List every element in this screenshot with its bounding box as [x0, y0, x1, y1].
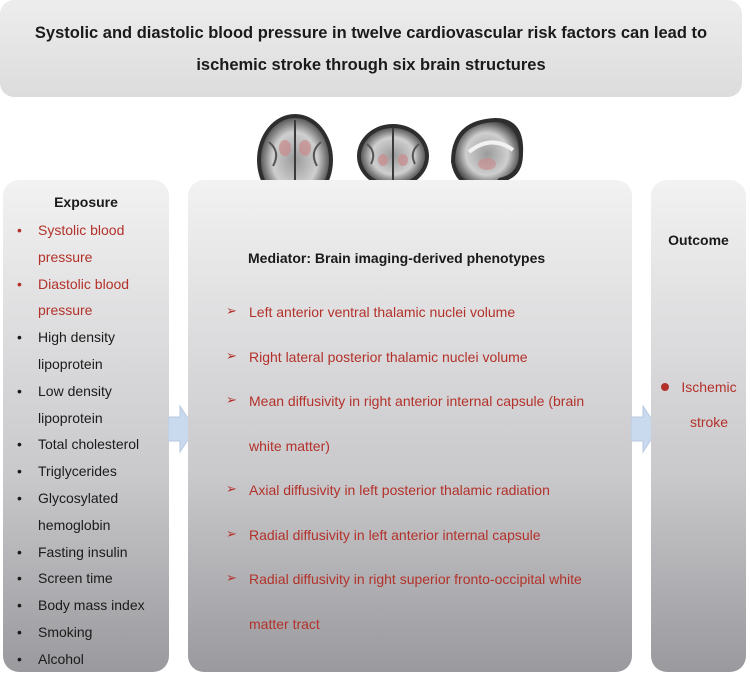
- title-box: Systolic and diastolic blood pressure in…: [0, 0, 742, 97]
- mediator-item: Left anterior ventral thalamic nuclei vo…: [226, 290, 626, 335]
- outcome-heading: Outcome: [668, 232, 729, 248]
- mediator-item: Radial diffusivity in left anterior inte…: [226, 513, 626, 558]
- exposure-item: Body mass index: [15, 592, 167, 619]
- mediator-item: Axial diffusivity in left posterior thal…: [226, 468, 626, 513]
- sagittal-brain-icon: [451, 118, 524, 190]
- arrow-right-icon: [168, 404, 196, 454]
- outcome-label: Ischemic stroke: [681, 379, 737, 430]
- coronal-brain-icon: [357, 124, 429, 188]
- outcome-item: Ischemic stroke: [661, 370, 745, 440]
- exposure-heading: Exposure: [54, 194, 118, 210]
- exposure-item: Diastolic blood pressure: [15, 271, 167, 325]
- exposure-item: Fasting insulin: [15, 539, 167, 566]
- exposure-item: Glycosylated hemoglobin: [15, 485, 167, 539]
- exposure-list: Systolic blood pressure Diastolic blood …: [15, 217, 167, 673]
- exposure-item: Low density lipoprotein: [15, 378, 167, 432]
- bullet-dot-icon: [661, 383, 669, 391]
- arrow-right-icon: [631, 404, 659, 454]
- exposure-item: Total cholesterol: [15, 431, 167, 458]
- exposure-item: High density lipoprotein: [15, 324, 167, 378]
- mediator-item: Mean diffusivity in right anterior inter…: [226, 379, 609, 468]
- mediator-item: Radial diffusivity in right superior fro…: [226, 557, 619, 646]
- mediator-item: Right lateral posterior thalamic nuclei …: [226, 335, 626, 380]
- figure-title: Systolic and diastolic blood pressure in…: [34, 23, 708, 74]
- mediator-panel: Mediator: Brain imaging-derived phenotyp…: [188, 180, 632, 672]
- exposure-item: Triglycerides: [15, 458, 167, 485]
- exposure-item: Screen time: [15, 565, 167, 592]
- exposure-panel: Exposure Systolic blood pressure Diastol…: [3, 180, 169, 672]
- mediator-heading: Mediator: Brain imaging-derived phenotyp…: [248, 250, 546, 266]
- mediator-list: Left anterior ventral thalamic nuclei vo…: [226, 290, 626, 646]
- outcome-panel: Outcome Ischemic stroke: [651, 180, 746, 672]
- exposure-item: Smoking: [15, 619, 167, 646]
- exposure-item: Systolic blood pressure: [15, 217, 167, 271]
- exposure-item: Alcohol: [15, 646, 167, 673]
